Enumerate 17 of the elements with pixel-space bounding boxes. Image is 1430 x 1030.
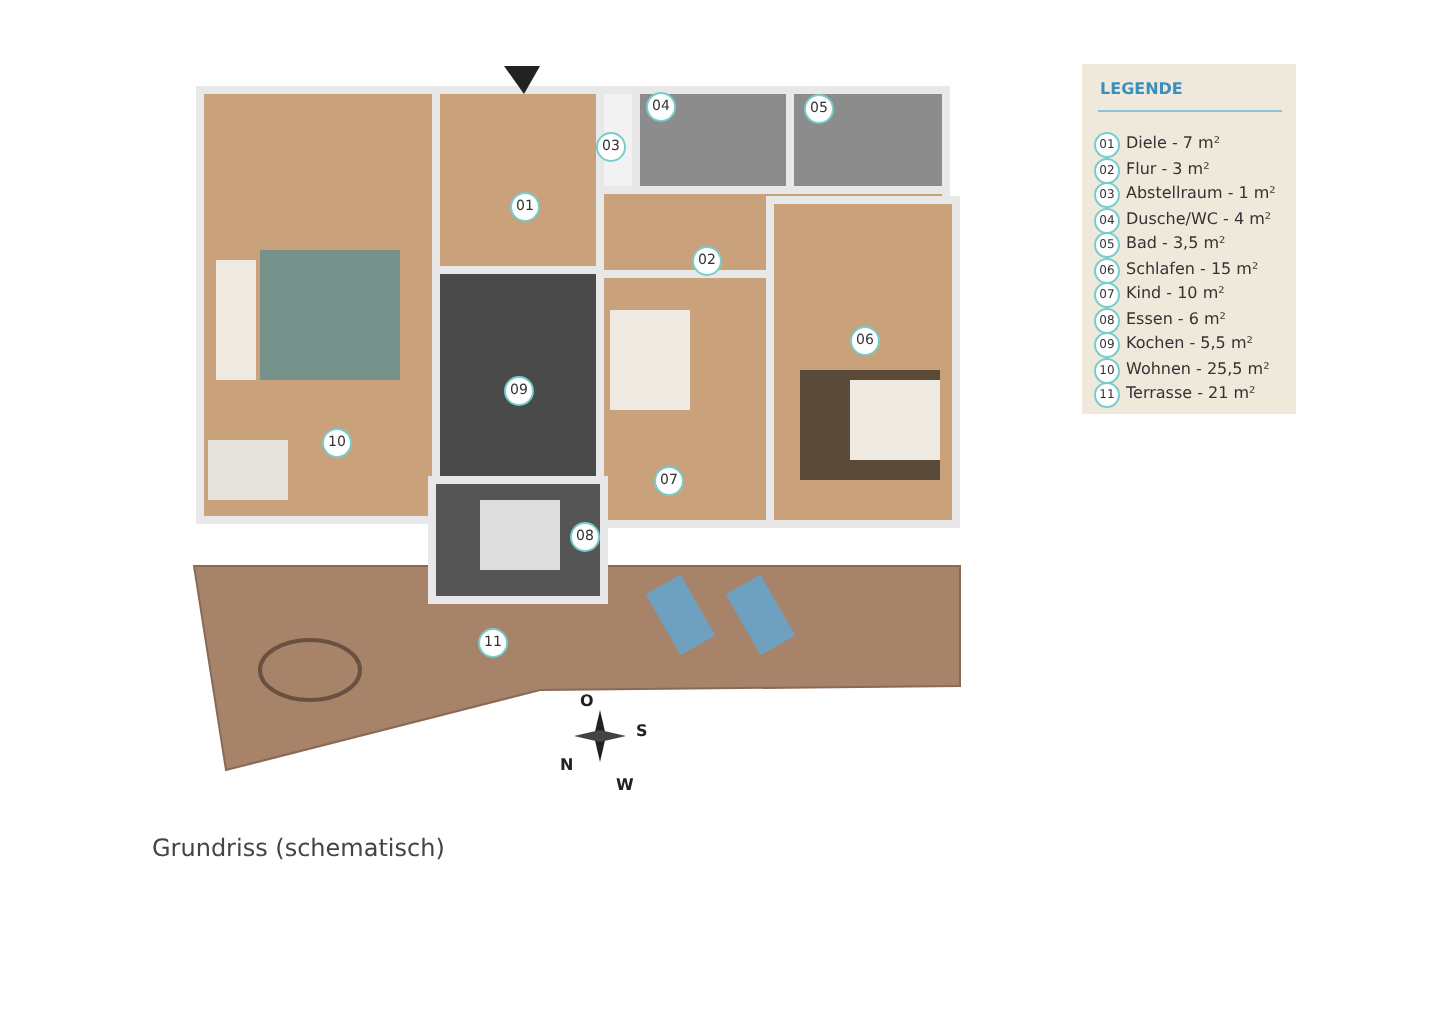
- legend-text: Kochen - 5,5 m²: [1126, 334, 1253, 352]
- legend-title: LEGENDE: [1100, 80, 1183, 98]
- caption: Grundriss (schematisch): [152, 834, 445, 862]
- legend-text: Flur - 3 m²: [1126, 159, 1210, 177]
- compass-letter: O: [580, 692, 594, 710]
- legend-text: Diele - 7 m²: [1126, 134, 1221, 152]
- legend-text: Terrasse - 21 m²: [1126, 384, 1256, 402]
- compass-letter: S: [636, 722, 648, 740]
- legend-text: Essen - 6 m²: [1126, 309, 1226, 327]
- legend-text: Abstellraum - 1 m²: [1126, 184, 1276, 202]
- legend-text: Schlafen - 15 m²: [1126, 259, 1259, 277]
- legend-text: Bad - 3,5 m²: [1126, 234, 1226, 252]
- compass-letter: W: [616, 776, 634, 794]
- compass-letter: N: [560, 756, 574, 774]
- legend-text: Dusche/WC - 4 m²: [1126, 209, 1272, 227]
- legend-text: Wohnen - 25,5 m²: [1126, 359, 1270, 377]
- legend-text: Kind - 10 m²: [1126, 284, 1225, 302]
